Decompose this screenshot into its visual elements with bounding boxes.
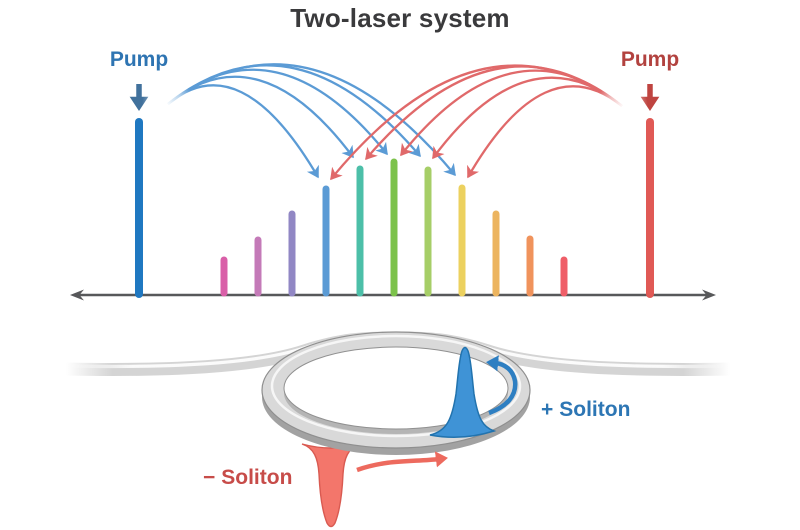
resonator-section (59, 331, 737, 528)
plus-soliton-word: Soliton (559, 398, 631, 421)
blue-transfer-arc-5 (167, 63, 456, 177)
ring-top-highlight (270, 334, 522, 438)
red-transfer-arc-4 (432, 76, 623, 160)
pump-label-right: Pump (620, 48, 680, 71)
minus-soliton-direction-arrow (356, 451, 448, 473)
axis-arrowhead-right (702, 289, 716, 301)
minus-sign: − (203, 466, 216, 489)
plus-soliton-direction-arrow (486, 355, 518, 416)
red-arc-origin-fade (596, 80, 648, 132)
red-transfer-arc-3 (400, 69, 623, 157)
pump-label-left: Pump (109, 48, 169, 71)
plus-soliton-pulse (429, 346, 497, 438)
blue-arc-origin-fade (142, 78, 194, 130)
diagram-title: Two-laser system (290, 3, 510, 33)
axis-arrowhead-left (70, 289, 84, 301)
minus-soliton-label: −Soliton (203, 466, 292, 490)
ring-hole (283, 346, 509, 430)
minus-soliton-pulse (301, 443, 361, 528)
minus-soliton-word: Soliton (221, 466, 293, 489)
plus-soliton-label: +Soliton (541, 398, 630, 422)
spectrum-section (70, 63, 716, 301)
plus-sign: + (541, 398, 554, 421)
